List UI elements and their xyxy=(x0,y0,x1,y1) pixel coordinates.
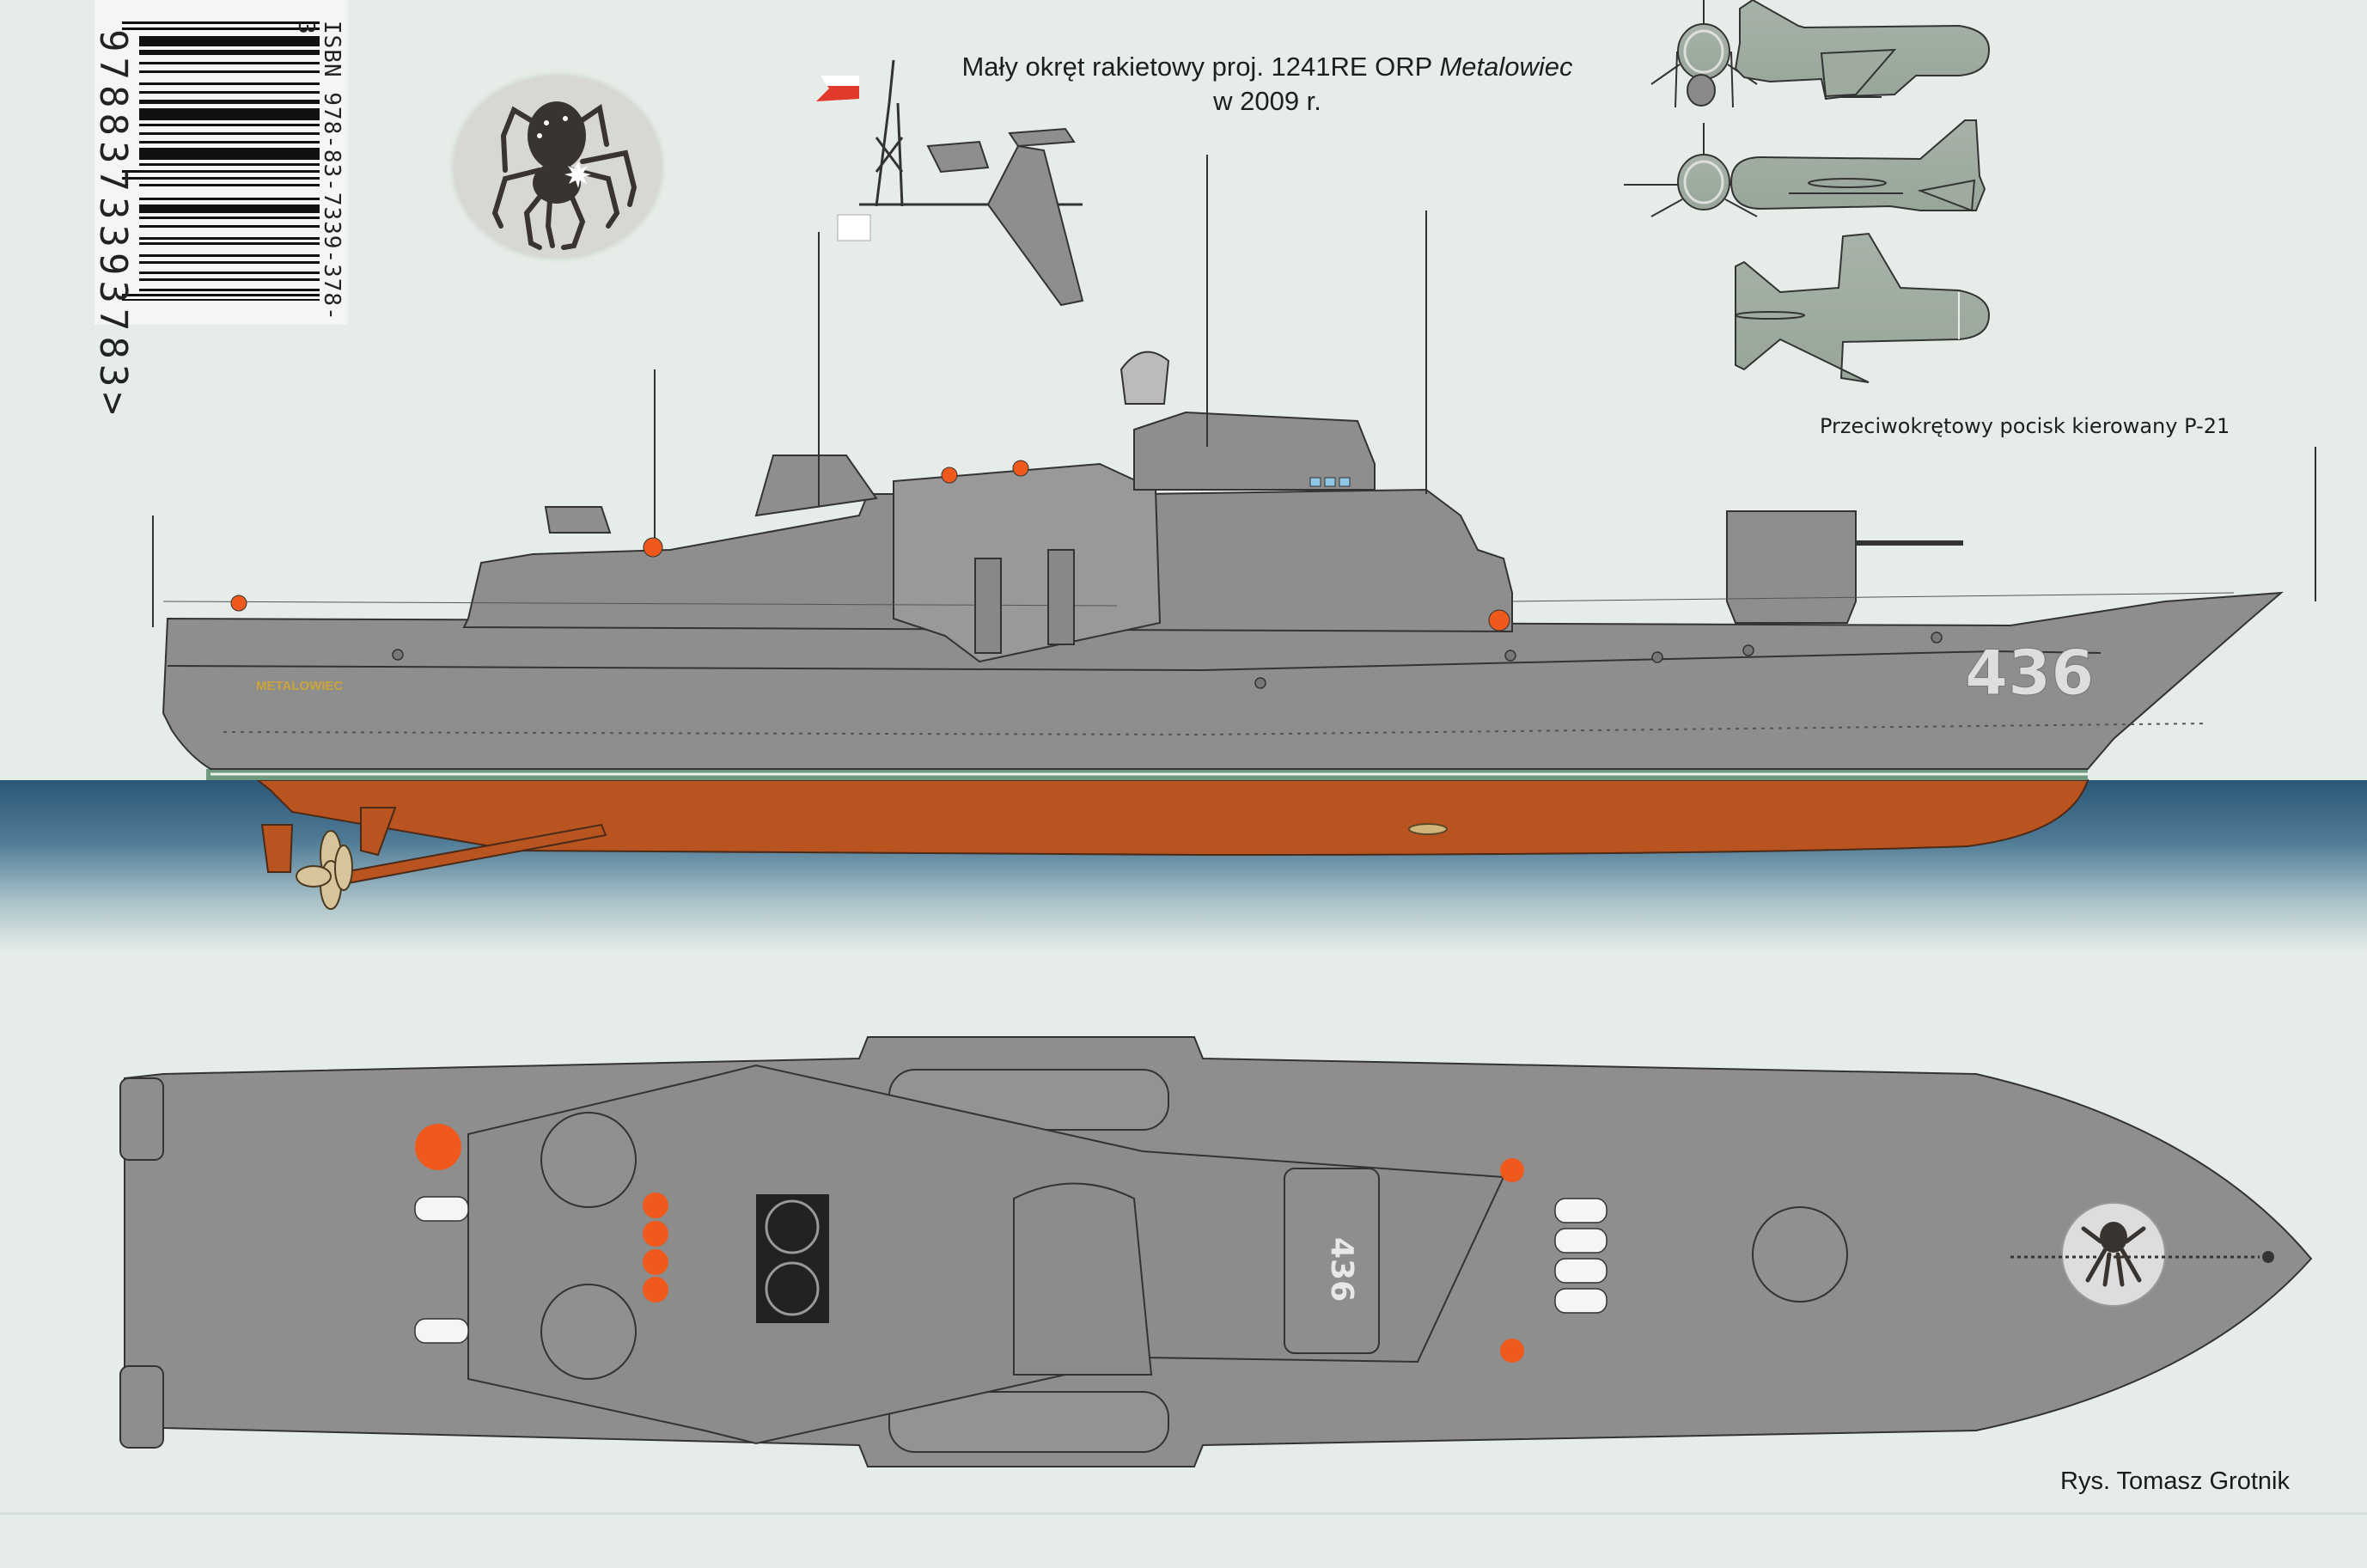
lifebuoys xyxy=(230,460,1510,631)
main-hull xyxy=(162,591,2284,770)
author-credit: Rys. Tomasz Grotnik xyxy=(2060,1467,2290,1495)
title-prefix: Mały okręt rakietowy proj. 1241RE ORP xyxy=(961,52,1432,82)
rudder xyxy=(260,824,294,873)
title-line-2: w 2009 r. xyxy=(1213,86,1321,116)
barcode-digits: 9788373393783> xyxy=(91,29,135,420)
deck-launchers xyxy=(888,1069,1169,1453)
spider-icon xyxy=(491,101,638,250)
ship-top-plan: 436 xyxy=(119,1036,2313,1467)
missile-side-view xyxy=(1734,0,1991,101)
hull-name: METALOWIEC xyxy=(256,679,344,693)
page-edge-line xyxy=(0,1512,2367,1515)
pennant-number: 436 xyxy=(1965,637,2094,709)
missile-drawings xyxy=(1624,0,1991,383)
propeller xyxy=(296,830,353,910)
main-mast xyxy=(986,144,1084,307)
underwater-hull xyxy=(255,779,2089,857)
illustration-title: Mały okręt rakietowy proj. 1241RE ORP Me… xyxy=(902,50,1632,119)
missile-launchers xyxy=(974,549,1075,654)
isbn-label: ISBN 978-83-7339-378-3 xyxy=(293,21,345,321)
deck-buoys xyxy=(415,1124,1524,1363)
missile-caption: Przeciwokrętowy pocisk kierowany P-21 xyxy=(1820,414,2230,438)
radar-dishes xyxy=(756,1194,829,1323)
ship-side-profile: METALOWIEC 436 xyxy=(152,59,2316,910)
radar-dome xyxy=(1119,351,1170,405)
deck-number: 436 xyxy=(1324,1237,1359,1302)
missile-top-view xyxy=(1729,119,1986,212)
missile-front-view-top xyxy=(1650,0,1758,108)
deck-emblem xyxy=(2061,1202,2166,1307)
liferafts xyxy=(414,1196,1607,1344)
spider-emblem xyxy=(454,76,662,258)
isbn-barcode: ISBN 978-83-7339-378-3 9788373393783> xyxy=(91,0,348,420)
city-flag xyxy=(837,214,871,241)
barcode-bars xyxy=(122,21,320,301)
title-ship-name: Metalowiec xyxy=(1439,52,1573,82)
forward-gun-turret xyxy=(1726,510,1857,624)
title-line-1: Mały okręt rakietowy proj. 1241RE ORP Me… xyxy=(902,50,1632,84)
missile-bottom-view xyxy=(1735,232,1991,383)
